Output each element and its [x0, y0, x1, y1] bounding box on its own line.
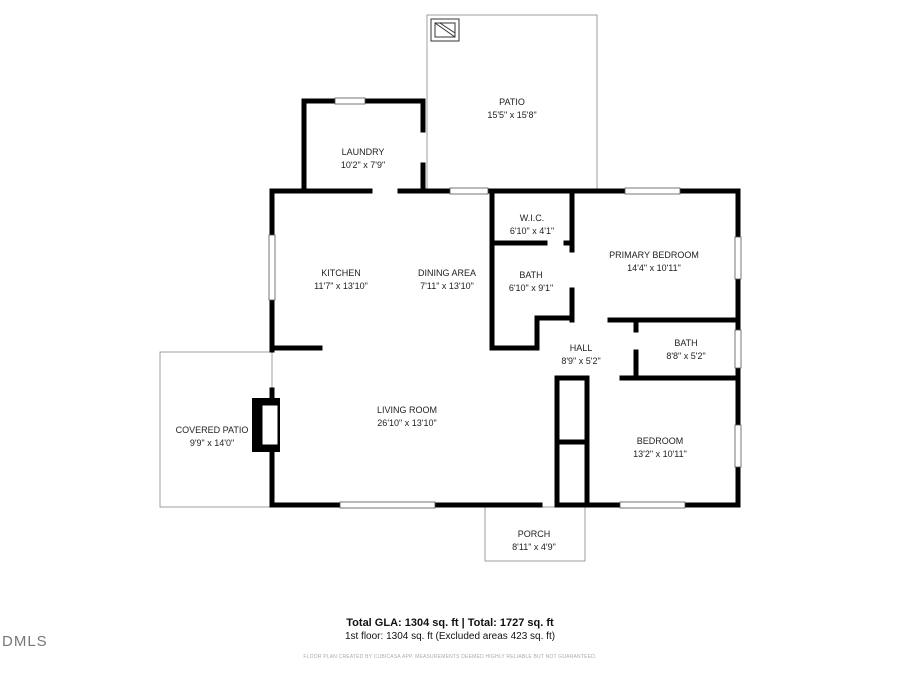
window	[334, 97, 366, 105]
room-kitchen: KITCHEN 11'7" x 13'10"	[314, 267, 368, 293]
windows	[268, 97, 742, 509]
room-bath-2: BATH 8'8" x 5'2"	[666, 337, 705, 363]
room-name: PATIO	[499, 97, 525, 107]
room-name: DINING AREA	[417, 268, 477, 278]
room-primary-bedroom: PRIMARY BEDROOM 14'4" x 10'11"	[609, 249, 699, 275]
room-size: 9'9" x 14'0"	[189, 438, 235, 448]
room-size: 6'10" x 9'1"	[508, 283, 554, 293]
room-name: COVERED PATIO	[175, 425, 249, 435]
room-hall: HALL 8'9" x 5'2"	[561, 342, 600, 368]
disclaimer: FLOOR PLAN CREATED BY CUBICASA APP. MEAS…	[303, 654, 597, 660]
room-size: 14'4" x 10'11"	[627, 263, 681, 273]
room-dining-area: DINING AREA 7'11" x 13'10"	[418, 267, 476, 293]
window	[449, 187, 489, 195]
window	[734, 236, 742, 280]
window	[734, 424, 742, 468]
room-size: 8'11" x 4'9"	[512, 542, 556, 552]
chimney-icon	[430, 18, 460, 42]
window	[268, 234, 276, 301]
room-size: 8'9" x 5'2"	[561, 356, 601, 366]
room-name: BATH	[674, 338, 698, 348]
room-size: 10'2" x 7'9"	[340, 160, 386, 170]
room-name: PORCH	[517, 529, 551, 539]
room-size: 8'8" x 5'2"	[666, 351, 706, 361]
room-bath: BATH 6'10" x 9'1"	[509, 269, 553, 295]
fireplace-icon	[252, 398, 280, 452]
room-size: 26'10" x 13'10"	[377, 418, 437, 428]
room-name: LAUNDRY	[341, 147, 385, 157]
room-name: BATH	[519, 270, 543, 280]
room-porch: PORCH 8'11" x 4'9"	[512, 528, 556, 554]
room-laundry: LAUNDRY 10'2" x 7'9"	[341, 146, 385, 172]
room-size: 13'2" x 10'11"	[633, 449, 687, 459]
room-name: BEDROOM	[636, 436, 684, 446]
floor-area: 1st floor: 1304 sq. ft (Excluded areas 4…	[344, 631, 556, 642]
room-name: LIVING ROOM	[376, 405, 438, 415]
window	[619, 501, 686, 509]
window	[339, 501, 436, 509]
room-size: 15'5" x 15'8"	[487, 110, 537, 120]
room-size: 11'7" x 13'10"	[314, 281, 368, 291]
room-size: 7'11" x 13'10"	[420, 281, 474, 291]
room-name: KITCHEN	[321, 268, 361, 278]
room-name: PRIMARY BEDROOM	[609, 250, 699, 260]
dmls-logo: DMLS	[2, 633, 48, 650]
room-size: 6'10" x 4'1"	[509, 226, 555, 236]
room-name: HALL	[569, 343, 593, 353]
room-bedroom: BEDROOM 13'2" x 10'11"	[633, 435, 687, 461]
room-living-room: LIVING ROOM 26'10" x 13'10"	[377, 404, 437, 430]
room-wic: W.I.C. 6'10" x 4'1"	[510, 212, 554, 238]
total-area: Total GLA: 1304 sq. ft | Total: 1727 sq.…	[346, 617, 554, 629]
room-patio: PATIO 15'5" x 15'8"	[487, 96, 536, 122]
room-name: W.I.C.	[519, 213, 545, 223]
room-covered-patio: COVERED PATIO 9'9" x 14'0"	[176, 424, 249, 450]
window	[624, 187, 681, 195]
window	[734, 329, 742, 369]
